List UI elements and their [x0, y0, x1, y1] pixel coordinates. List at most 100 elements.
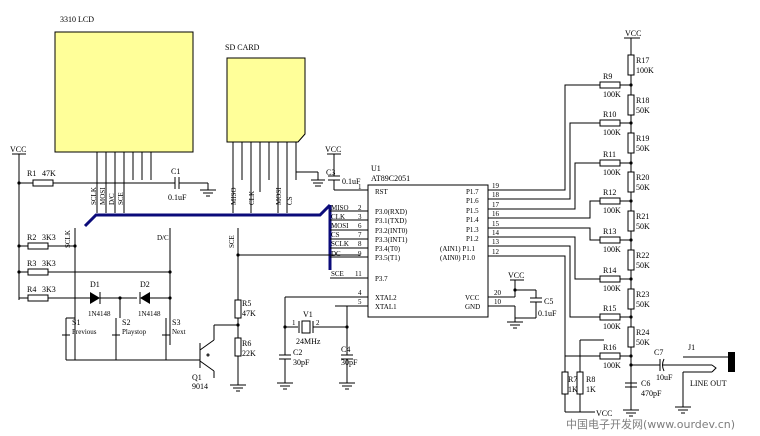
pin-xtal1: XTAL1: [375, 303, 397, 311]
r1-val: 47K: [42, 169, 56, 178]
r17-val: 100K: [636, 66, 654, 75]
r23-ref: R23: [636, 290, 649, 299]
net-mosi: MOSI: [331, 222, 349, 230]
bus-label-sclk: SCLK: [64, 230, 72, 248]
resistor-ladder: VCC R17 100K R18 50K R19 50K R2: [498, 29, 654, 418]
mcu-right-pins: P1.7 P1.6 P1.5 P1.4 P1.3 P1.2 (AIN1) P1.…: [440, 182, 515, 311]
watermark-text: 中国电子开发网(www.ourdev.cn): [566, 417, 735, 431]
pin-p10: (AIN0) P1.0: [440, 254, 475, 262]
rst-capacitor: VCC C3 0.1uF: [325, 145, 361, 191]
r3-ref: R3: [27, 259, 36, 268]
bus-label-sce: SCE: [228, 235, 236, 248]
c2-ref: C2: [293, 348, 302, 357]
r10-val: 100K: [603, 128, 621, 137]
q1-ref: Q1: [192, 373, 202, 382]
r21-val: 50K: [636, 222, 650, 231]
pin-num-2: 2: [358, 204, 362, 212]
pin-num-9: 9: [358, 250, 362, 258]
vcc-label-bottom: VCC: [596, 409, 612, 418]
pin-num-19: 19: [492, 182, 500, 190]
pin-p16: P1.6: [466, 197, 479, 205]
c4-val: 30pF: [341, 358, 358, 367]
vcc-label-mcu: VCC: [508, 271, 524, 280]
r14-ref: R14: [603, 266, 616, 275]
r3-val: 3K3: [42, 259, 56, 268]
c4-ref: C4: [341, 345, 350, 354]
r15-val: 100K: [603, 322, 621, 331]
lcd-pin-sclk: SCLK: [90, 187, 98, 205]
pin-p11: (AIN1) P1.1: [440, 245, 475, 253]
sd-pin-mosi: MOSI: [275, 187, 283, 205]
pin-p14: P1.4: [466, 216, 479, 224]
r8-val: 1K: [586, 385, 596, 394]
vcc-label-ladder: VCC: [625, 29, 641, 38]
pin-vcc: VCC: [465, 294, 480, 302]
pin-num-16: 16: [492, 210, 500, 218]
v1-pin1: 1: [292, 319, 296, 327]
sd-pin-cs: CS: [286, 196, 294, 205]
signal-bus: SCLK D/C SCE: [64, 180, 332, 360]
r15-ref: R15: [603, 304, 616, 313]
lcd-pin-sce: SCE: [117, 192, 125, 205]
r19-ref: R19: [636, 134, 649, 143]
mcu-left-pins: MISO CLK MOSI CS SCLK DC SCE 1 2 3 6 7 8…: [330, 183, 408, 311]
audio-output: C7 10uF C6 470pF J1 LINE OUT: [625, 343, 735, 414]
pin-num-1: 1: [358, 183, 362, 191]
s2-ref: S2: [122, 318, 130, 327]
r20-ref: R20: [636, 173, 649, 182]
pin-num-15: 15: [492, 220, 500, 228]
r9-val: 100K: [603, 90, 621, 99]
lcd-body: [54, 31, 194, 153]
c1-val: 0.1uF: [168, 193, 187, 202]
c7-val: 10uF: [656, 373, 673, 382]
s3-ref: S3: [172, 318, 180, 327]
pin-p32: P3.2(INT0): [375, 227, 408, 235]
r16-val: 100K: [603, 361, 621, 370]
r23-val: 50K: [636, 300, 650, 309]
pin-num-5: 5: [358, 298, 362, 306]
v1-ref: V1: [303, 310, 313, 319]
mcu-name: AT89C2051: [371, 174, 410, 183]
r5-val: 47K: [242, 309, 256, 318]
pin-num-7: 7: [358, 231, 362, 239]
sd-body: [226, 57, 306, 143]
v1-pin2: 2: [316, 319, 320, 327]
pin-p31: P3.1(TXD): [375, 217, 407, 225]
pin-num-10: 10: [494, 298, 502, 306]
ladder-shunt-resistors: R9 100K R10 100K R11 100K R12 100K R13 1…: [599, 72, 633, 370]
reset-network-lcd: VCC R1 47K C1 0.1uF: [10, 145, 216, 300]
r4-resistor: [27, 294, 49, 302]
r12-val: 100K: [603, 206, 621, 215]
lcd-pin-mosi: MOSI: [99, 187, 107, 205]
r13-ref: R13: [603, 227, 616, 236]
pin-rst: RST: [375, 188, 389, 196]
c6-val: 470pF: [641, 389, 662, 398]
r24-ref: R24: [636, 328, 649, 337]
pin-num-8: 8: [358, 240, 362, 248]
net-dc: DC: [331, 250, 341, 258]
lcd-pin-dc: D/C: [108, 193, 116, 205]
r3-resistor: [27, 268, 49, 276]
c3-val: 0.1uF: [342, 177, 361, 186]
r10-ref: R10: [603, 110, 616, 119]
pin-p13: P1.3: [466, 226, 479, 234]
r4-val: 3K3: [42, 285, 56, 294]
d1-diode: [90, 292, 100, 304]
ladder-port-wires: [498, 84, 600, 357]
j1-jack: [728, 352, 735, 372]
ladder-series-resistors: R17 100K R18 50K R19 50K R20 50K R21 50K…: [627, 54, 654, 410]
c5-ref: C5: [544, 297, 553, 306]
d1-val: 1N4148: [88, 310, 111, 318]
net-miso: MISO: [331, 204, 349, 212]
r12-ref: R12: [603, 188, 616, 197]
mcu-ref: U1: [371, 164, 381, 173]
sd-label: SD CARD: [225, 43, 260, 52]
net-cs: CS: [331, 231, 340, 239]
r20-val: 50K: [636, 183, 650, 192]
r22-ref: R22: [636, 251, 649, 260]
s1-ref: S1: [72, 318, 80, 327]
d2-val: 1N4148: [138, 310, 161, 318]
d2-ref: D2: [140, 280, 150, 289]
vcc-label-left: VCC: [10, 145, 26, 154]
